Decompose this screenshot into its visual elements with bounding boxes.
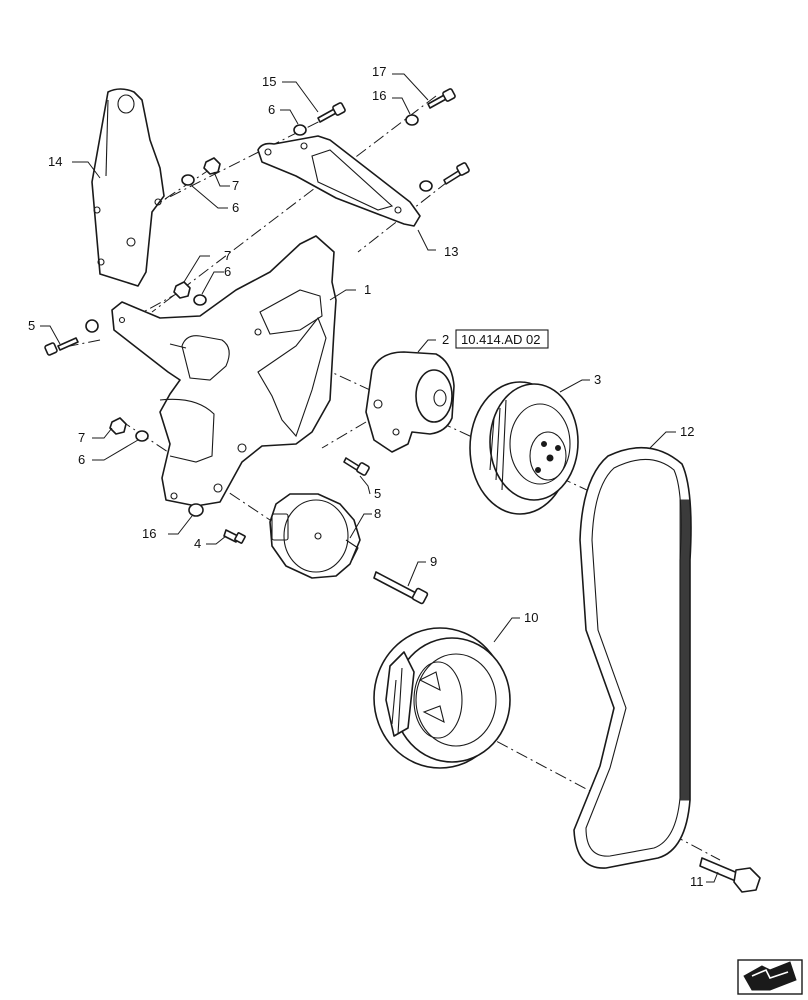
callout-17: 17 [372,64,386,79]
belt-tensioner [269,493,361,579]
callout-7: 7 [224,248,231,263]
callout-4: 4 [194,536,201,551]
callout-12: 12 [680,424,694,439]
callout-11: 11 [690,874,704,889]
callout-6: 6 [78,452,85,467]
arrow-nav-icon[interactable] [737,959,803,995]
callout-15: 15 [262,74,276,89]
callout-13: 13 [444,244,458,259]
callout-8: 8 [374,506,381,521]
callout-6: 6 [232,200,239,215]
idler-housing [365,351,455,453]
callout-7: 7 [232,178,239,193]
callout-16: 16 [372,88,386,103]
callout-14: 14 [48,154,62,169]
callout-3: 3 [594,372,601,387]
callout-2: 2 [442,332,449,347]
reference-box[interactable] [455,329,549,349]
callout-labels: 15 6 17 16 14 7 6 13 7 6 1 5 2 10.414.AD… [28,64,704,889]
reference-link[interactable]: 10.414.AD 02 [461,332,541,347]
callout-1: 1 [364,282,371,297]
callout-10: 10 [524,610,538,625]
fasteners [44,88,761,893]
callout-5: 5 [374,486,381,501]
callout-9: 9 [430,554,437,569]
pump-pulley [469,381,579,515]
callout-6: 6 [268,102,275,117]
callout-7: 7 [78,430,85,445]
callout-6: 6 [224,264,231,279]
bracket-upright [91,88,165,287]
leader-lines [40,73,719,883]
poly-v-belt [573,446,692,869]
support-bracket [257,135,421,227]
callout-5: 5 [28,318,35,333]
crankshaft-pulley [373,627,511,769]
callout-16: 16 [142,526,156,541]
main-bracket [111,235,337,507]
